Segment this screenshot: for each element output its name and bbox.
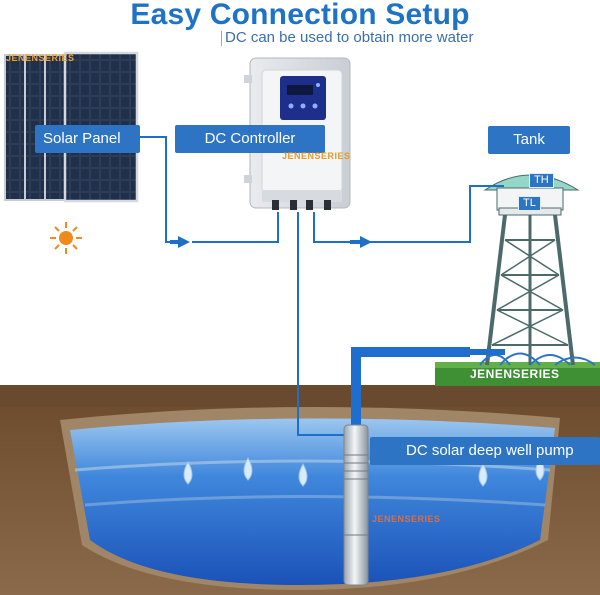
deep-well-pump: [343, 424, 369, 586]
tank-high-tag: TH: [529, 173, 554, 188]
brand-logo-grass: JENENSERIES: [470, 367, 560, 381]
dc-controller-label: DC Controller: [175, 125, 325, 153]
solar-panel-label: Solar Panel: [35, 125, 140, 153]
page-title: Easy Connection Setup: [130, 0, 470, 31]
page-subtitle: DC can be used to obtain more water: [220, 29, 474, 46]
brand-logo-panel: JENENSERIES: [6, 53, 75, 63]
tank-low-tag: TL: [518, 196, 541, 211]
pump-label: DC solar deep well pump: [370, 437, 600, 465]
arrow-right-icon: [350, 236, 372, 248]
ground: [0, 385, 600, 595]
arrow-right-icon: [170, 236, 190, 248]
brand-logo-controller: JENENSERIES: [282, 151, 351, 161]
sun-icon: [50, 222, 82, 254]
grass-strip: [435, 362, 600, 386]
tank-label: Tank: [488, 126, 570, 154]
brand-logo-pump: JENENSERIES: [372, 514, 441, 524]
